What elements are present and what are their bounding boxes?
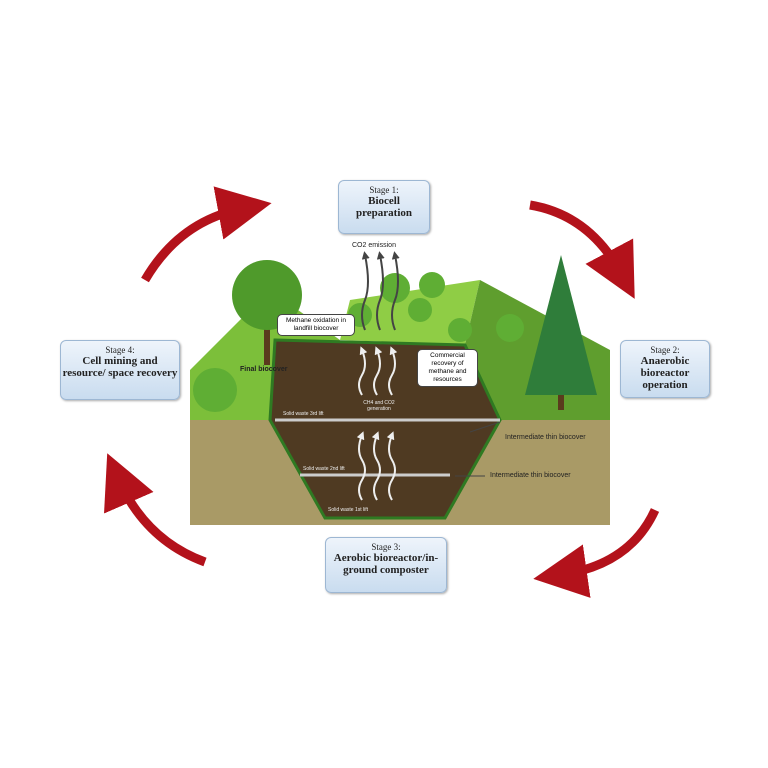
lift-3-label: Solid waste 3rd lift [283,411,324,417]
co2-arrows [361,251,400,331]
cycle-arrows [104,186,660,598]
arrow-stage2-to-3 [533,508,660,598]
gas-arrows-upper [358,346,398,396]
biocover-label-1: Intermediate thin biocover [505,434,586,441]
stage-title: Anaerobic bioreactor operation [640,355,690,391]
pointer-line [469,421,501,433]
generation-label: CH4 and CO2 generation [363,400,395,412]
gas-arrows-lower [356,431,396,501]
stage-2-box: Stage 2:Anaerobic bioreactor operation [620,340,710,398]
stage-4-box: Stage 4:Cell mining and resource/ space … [60,340,180,400]
lift-1-label: Solid waste 1st lift [328,507,369,513]
stage-number: Stage 1: [369,185,399,195]
stage-number: Stage 2: [650,345,680,355]
stage-1-box: Stage 1:Biocell preparation [338,180,430,234]
biocover-label-2: Intermediate thin biocover [490,472,571,479]
co2-emission-label: CO2 emission [352,242,396,249]
arrow-stage3-to-4 [104,453,207,567]
stage-number: Stage 4: [105,345,135,355]
arrow-stage1-to-2 [529,200,635,299]
commercial-recovery-callout: Commercial recovery of methane and resou… [417,349,478,387]
stage-title: Cell mining and resource/ space recovery [62,355,178,379]
tree-left [232,260,302,365]
pine-tree [525,255,597,410]
stage-title: Aerobic bioreactor/in-ground composter [333,552,439,576]
lift-2-label: Solid waste 2nd lift [303,466,345,472]
stage-title: Biocell preparation [355,195,413,219]
final-biocover-label: Final biocover [240,366,288,373]
arrow-stage4-to-1 [141,186,272,283]
stage-number: Stage 3: [371,542,401,552]
methane-oxidation-callout: Methane oxidation in landfill biocover [277,314,355,336]
stage-3-box: Stage 3:Aerobic bioreactor/in-ground com… [325,537,447,593]
